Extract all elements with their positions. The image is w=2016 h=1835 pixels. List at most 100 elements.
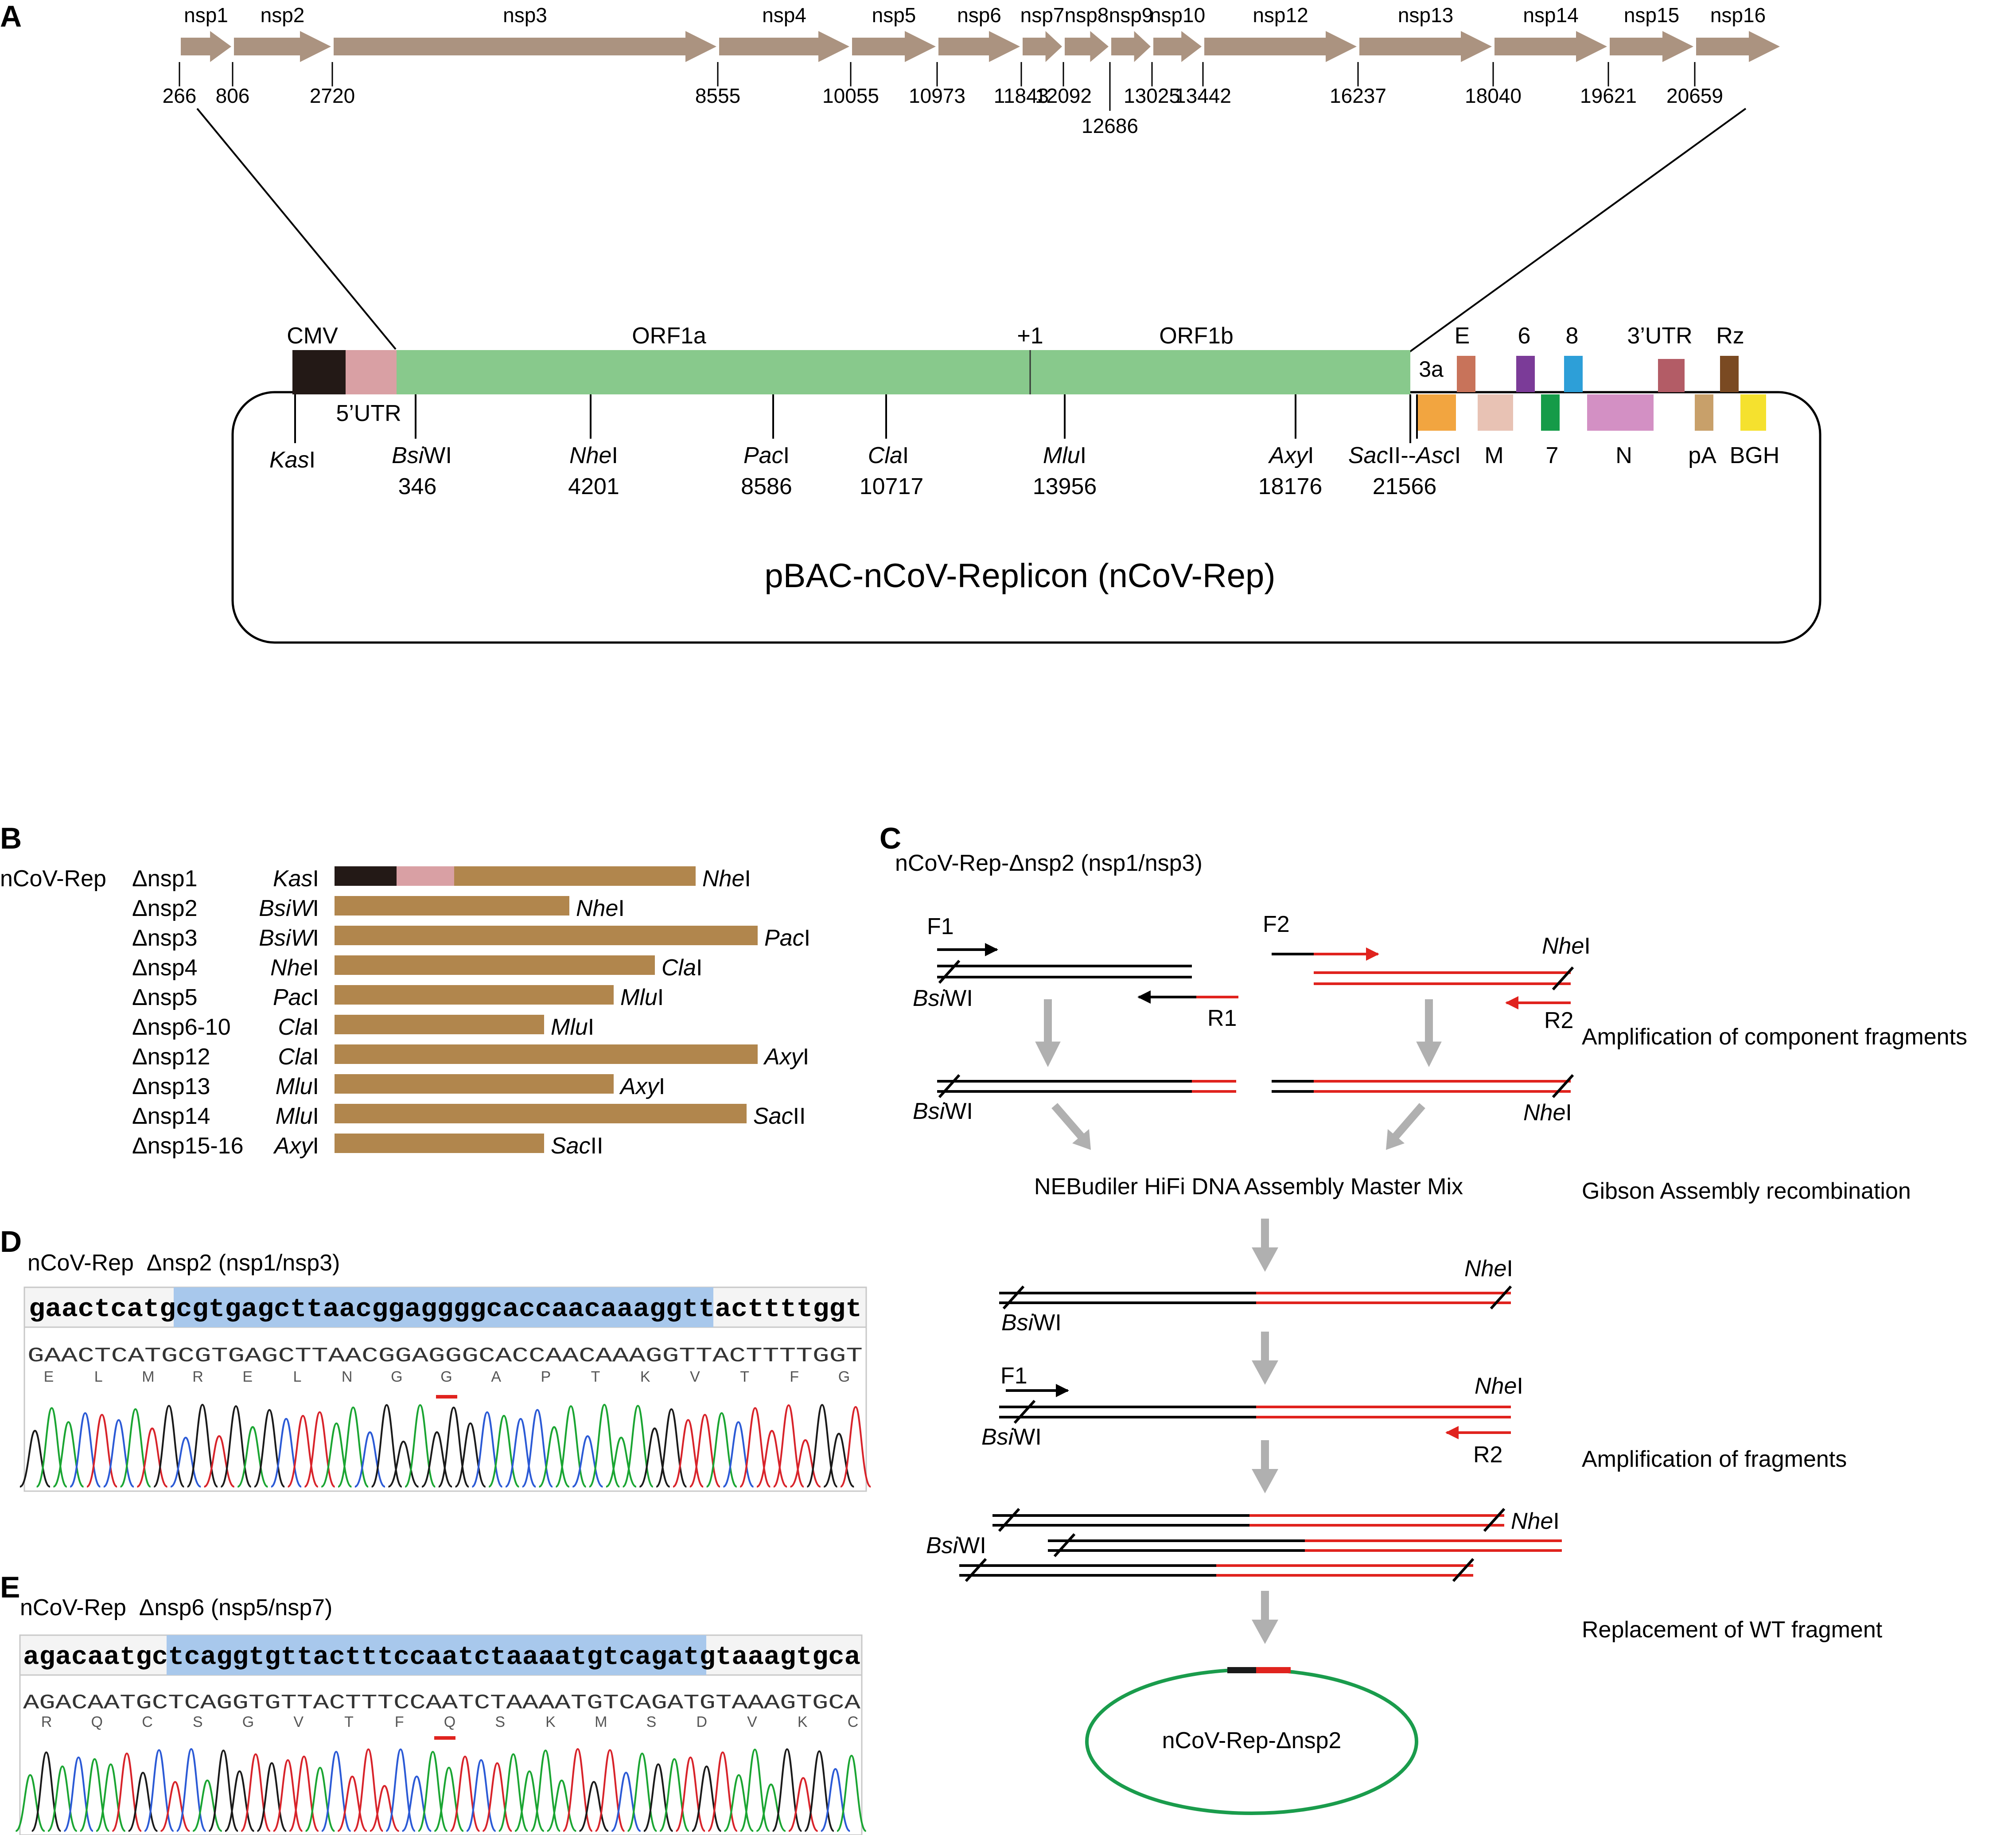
amino-acid: R	[192, 1368, 203, 1385]
step-2: Gibson Assembly recombination	[1582, 1178, 1911, 1204]
b-deletion-bar	[335, 896, 569, 916]
arrow-diag-right	[1390, 1103, 1425, 1142]
trace-peak	[837, 1754, 867, 1832]
site-axyi: AxyI 18176	[1258, 394, 1322, 499]
amino-acid: G	[242, 1714, 254, 1730]
trace-peak	[505, 1418, 537, 1488]
nsp-position-266: 266	[163, 84, 197, 107]
site-clai: ClaI 10717	[860, 394, 923, 499]
amino-acid: Q	[444, 1714, 455, 1730]
b-deletion-bar	[335, 926, 758, 945]
b-row-right-site: NheI	[576, 896, 625, 921]
nsp-arrow-nsp9	[1111, 31, 1151, 62]
utr3-label: 3’UTR	[1627, 323, 1692, 349]
nsp-label-nsp15: nsp15	[1624, 4, 1679, 27]
site-paci-label: PacI	[743, 443, 790, 468]
nsp-label-nsp12: nsp12	[1253, 4, 1308, 27]
nsp-arrow-nsp6	[938, 31, 1020, 62]
amino-acid: V	[690, 1368, 700, 1385]
nsp-position-13442: 13442	[1175, 84, 1231, 107]
trace-peak	[237, 1426, 269, 1488]
nsp-position-10055: 10055	[822, 84, 879, 107]
site-bsiwi-label: BsiWI	[392, 443, 452, 468]
trace-peak	[192, 1779, 222, 1832]
nsp-position-2720: 2720	[310, 84, 355, 107]
nsp-arrow-nsp5	[852, 31, 936, 62]
b-row-left-site: ClaI	[278, 1044, 319, 1070]
trace-peak	[19, 1430, 51, 1488]
gene-6	[1516, 356, 1535, 392]
amino-acid: C	[848, 1714, 859, 1730]
amino-acid: M	[142, 1368, 154, 1385]
b-row-right-site: NheI	[702, 866, 751, 892]
amino-acid: T	[740, 1368, 749, 1385]
assembled-fragment: BsiWI NheI	[999, 1256, 1513, 1336]
amino-acid: T	[591, 1368, 600, 1385]
trace-peak	[514, 1770, 545, 1832]
gene-8-label: 8	[1566, 323, 1579, 349]
b-utr5-block	[397, 866, 454, 886]
amino-acid: P	[541, 1368, 551, 1385]
final-plasmid-label: nCoV-Rep-Δnsp2	[1162, 1728, 1342, 1753]
utr3-block	[1658, 359, 1685, 392]
b-deletion-bar	[335, 1044, 758, 1064]
c-bsiwi-4: BsiWI	[981, 1424, 1042, 1450]
pcr-products: BsiWI NheI	[913, 1074, 1574, 1126]
e-seq-right: gtaaagtgca	[700, 1643, 860, 1672]
trace-peak	[136, 1427, 168, 1488]
nsp-arrow-nsp4	[719, 31, 849, 62]
b-row-name: Δnsp14	[132, 1103, 210, 1129]
site-mlui: MluI 13956	[1033, 394, 1097, 499]
nsp-position-806: 806	[216, 84, 250, 107]
e-seq-left: agacaatgc	[23, 1643, 168, 1672]
b-row-left-site: MluI	[276, 1074, 319, 1099]
b-row-right-site: MluI	[551, 1014, 594, 1040]
trace-peak	[482, 1762, 512, 1832]
b-row-left-site: KasI	[273, 866, 319, 892]
site-mlui-label: MluI	[1043, 443, 1086, 468]
d-trace	[19, 1404, 872, 1488]
trace-peak	[128, 1772, 158, 1832]
trace-peak	[63, 1756, 93, 1832]
cmv-label: CMV	[287, 323, 338, 349]
b-row-name: Δnsp4	[132, 955, 198, 981]
trace-peak	[305, 1767, 335, 1832]
zoom-line-right	[1408, 108, 1747, 353]
trace-peak	[86, 1414, 118, 1488]
trace-peak	[689, 1414, 720, 1488]
b-row-left-site: NheI	[270, 955, 319, 981]
site-sacii-asci-label: SacII--AscI	[1348, 443, 1461, 468]
panel-label-e: E	[0, 1570, 20, 1604]
b-cmv-block	[335, 866, 397, 886]
trace-peak	[257, 1762, 287, 1832]
gene-m-label: M	[1484, 443, 1503, 468]
trace-peak	[421, 1431, 452, 1488]
nsp-label-nsp1: nsp1	[184, 4, 228, 27]
amino-acid: S	[193, 1714, 203, 1730]
trace-peak	[15, 1774, 45, 1832]
gene-m	[1478, 394, 1513, 431]
amino-acid: F	[395, 1714, 404, 1730]
plasmid-outline	[231, 391, 1821, 644]
nsp-arrow-nsp3	[334, 31, 716, 62]
trace-peak	[488, 1414, 520, 1488]
trace-peak	[611, 1772, 641, 1832]
b-deletion-bar	[335, 1015, 544, 1034]
site-paci-pos: 8586	[741, 474, 792, 499]
pa-label: pA	[1688, 443, 1716, 468]
frameshift-label: +1	[1017, 323, 1043, 349]
b-row-right-site: AxyI	[763, 1044, 809, 1070]
site-axyi-label: AxyI	[1268, 443, 1314, 468]
nsp-position-16237: 16237	[1330, 84, 1386, 107]
utr5-label: 5’UTR	[336, 401, 401, 426]
amino-acid: G	[391, 1368, 402, 1385]
d-seq-left: gaactcatg	[29, 1295, 176, 1324]
b-row-right-site: AxyI	[619, 1074, 665, 1099]
gene-8	[1564, 356, 1583, 392]
trace-peak	[538, 1426, 570, 1488]
down-arrow-6	[1252, 1591, 1278, 1644]
b-row-name: Δnsp1	[132, 866, 198, 892]
